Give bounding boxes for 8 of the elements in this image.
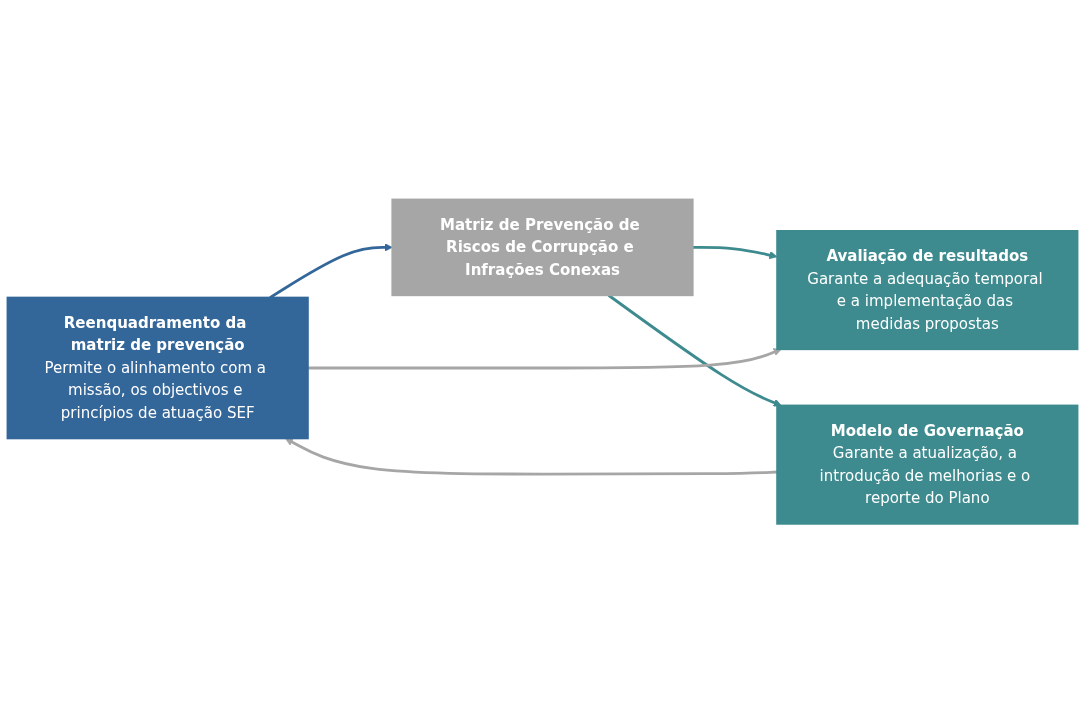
node-box: Modelo de Governação Garante a atualização, a introdução de melhorias e o reporte do Plano — [776, 404, 1079, 526]
node-box: Avaliação de resultados Garante a adequação temporal e a implementação das medidas propostas — [776, 230, 1079, 351]
arrow — [607, 294, 782, 407]
node-box: Reenquadramento da matriz de prevenção Permite o alinhamento com a missão, os objectivos e princípios de atuação SEF — [6, 297, 309, 440]
node-box: Matriz de Prevenção de Riscos de Corrupção e Infrações Conexas — [391, 198, 694, 297]
arrow — [307, 348, 782, 370]
arrow — [285, 438, 778, 476]
arrow — [692, 246, 778, 260]
